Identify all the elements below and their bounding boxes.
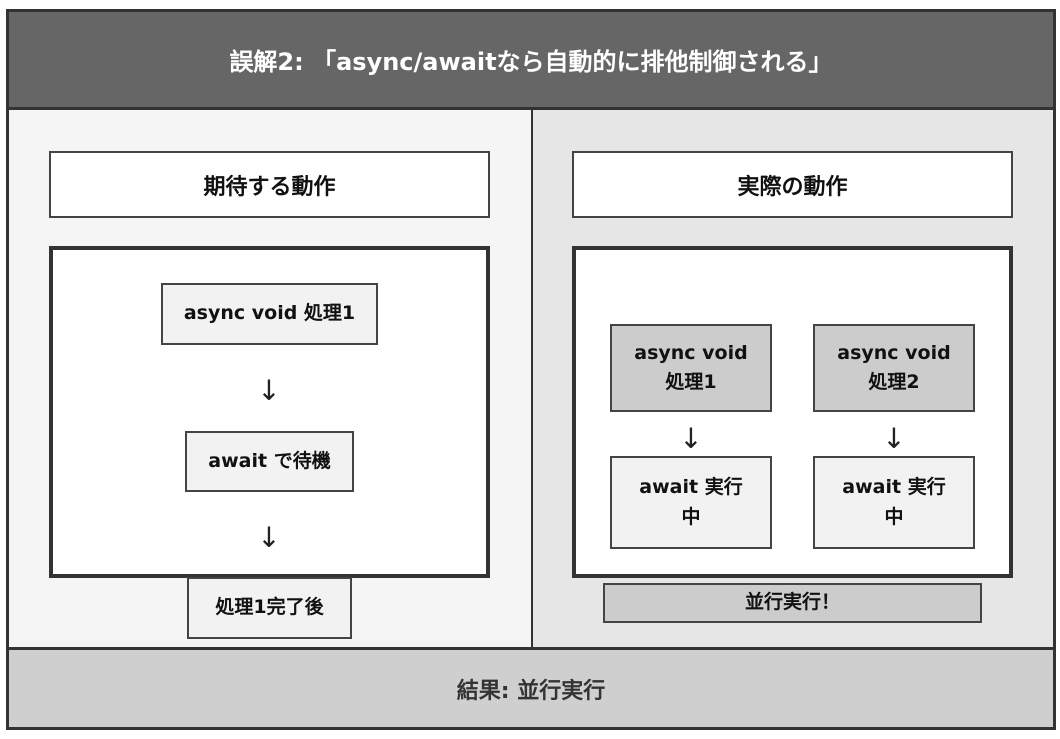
down-arrow-glyph: ↓ (679, 421, 703, 455)
expected-step-complete-text: 処理1完了後 (215, 596, 324, 619)
down-arrow-icon: ↓ (874, 420, 914, 456)
result-footer: 結果: 並行実行 (6, 647, 1056, 730)
actual-heading: 実際の動作 (572, 151, 1013, 218)
actual-process2-await-box: await 実行 中 (813, 456, 975, 549)
actual-process1-text: async void 処理1 (634, 341, 748, 393)
expected-heading: 期待する動作 (49, 151, 490, 218)
down-arrow-icon: ↓ (249, 519, 289, 555)
down-arrow-glyph: ↓ (882, 421, 906, 455)
actual-process1-await-box: await 実行 中 (610, 456, 772, 549)
expected-step-async-void: async void 処理1 (161, 283, 378, 345)
parallel-execution-text: 並行実行！ (744, 591, 840, 614)
actual-process2-text: async void 処理2 (837, 341, 951, 393)
actual-process1-box: async void 処理1 (610, 324, 772, 412)
parallel-execution-banner: 並行実行！ (603, 583, 982, 623)
actual-heading-text: 実際の動作 (737, 174, 848, 200)
expected-step-await: await で待機 (185, 431, 354, 492)
down-arrow-icon: ↓ (249, 372, 289, 408)
expected-step-async-void-text: async void 処理1 (183, 302, 356, 325)
down-arrow-glyph: ↓ (257, 520, 281, 554)
down-arrow-icon: ↓ (671, 420, 711, 456)
expected-heading-text: 期待する動作 (203, 174, 336, 200)
diagram-title: 誤解2: 「async/awaitなら自動的に排他制御される」 (6, 9, 1056, 110)
expected-step-await-text: await で待機 (208, 449, 331, 472)
actual-process1-await-text: await 実行 中 (639, 476, 743, 528)
down-arrow-glyph: ↓ (257, 373, 281, 407)
expected-step-complete: 処理1完了後 (187, 577, 352, 639)
title-text: 誤解2: 「async/awaitなら自動的に排他制御される」 (229, 48, 833, 76)
result-text: 結果: 並行実行 (456, 678, 606, 704)
actual-process2-box: async void 処理2 (813, 324, 975, 412)
actual-process2-await-text: await 実行 中 (842, 476, 946, 528)
